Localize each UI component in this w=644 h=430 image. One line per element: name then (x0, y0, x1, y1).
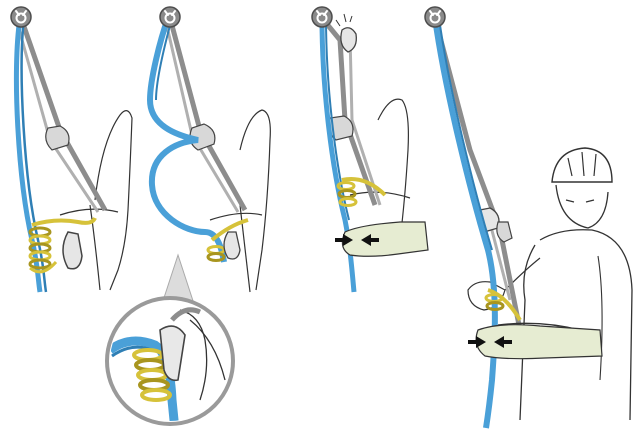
carabiner (63, 232, 82, 269)
panel-3 (312, 7, 428, 292)
anchor-icon (425, 7, 445, 27)
magnifier-detail (107, 298, 233, 430)
anchor-icon (312, 7, 332, 27)
anchor-icon (11, 7, 31, 27)
belay-device (46, 126, 69, 150)
sling (21, 18, 105, 210)
panel-4 (425, 7, 632, 428)
panel-2 (107, 7, 270, 430)
panel-1 (11, 7, 132, 292)
anchor-icon (160, 7, 180, 27)
hand (342, 222, 428, 256)
prusik-cord (30, 218, 95, 272)
